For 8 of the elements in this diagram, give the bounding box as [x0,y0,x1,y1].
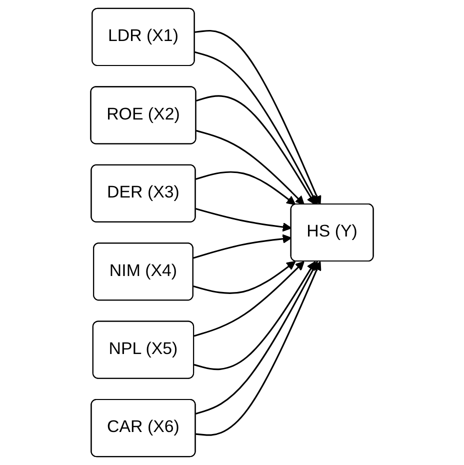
arrow [196,171,296,206]
arrow [196,95,316,205]
arrow [193,234,292,259]
arrow [196,208,292,232]
arrow [194,261,316,370]
arrow [196,130,304,205]
arrow [193,260,296,294]
arrow [194,261,304,337]
